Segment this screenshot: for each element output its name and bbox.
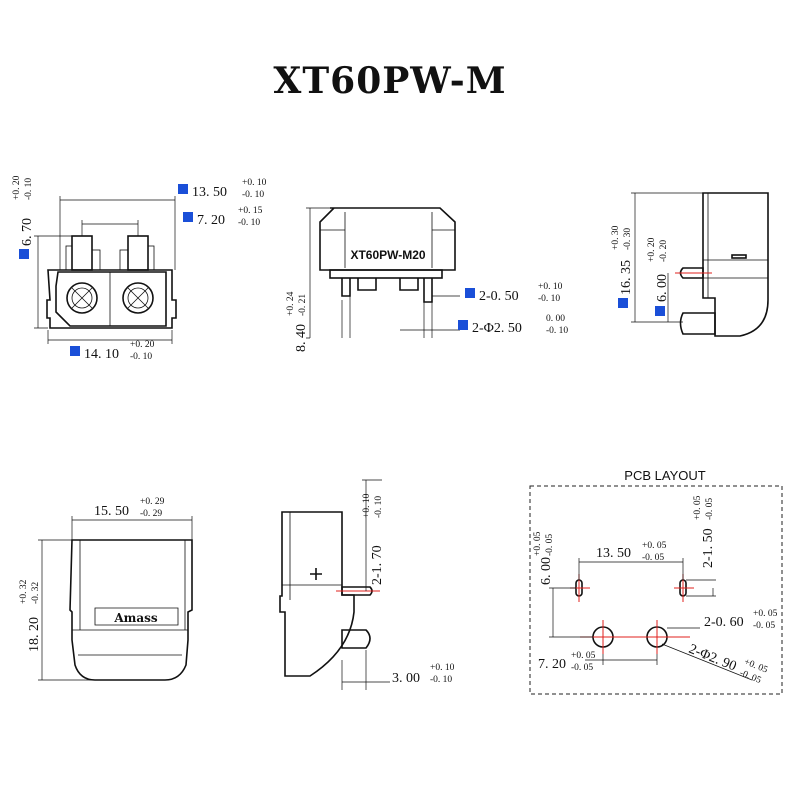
svg-text:-0. 10: -0. 10: [130, 352, 152, 362]
dim-2-0-50: 2-0. 50: [479, 289, 519, 304]
pcb-dim-13-50: 13. 50: [596, 546, 631, 561]
svg-text:-0. 30: -0. 30: [623, 228, 633, 250]
svg-text:-0. 20: -0. 20: [659, 240, 669, 262]
top-marking: XT60PW-M20: [350, 248, 425, 262]
pcb-layout-label: PCB LAYOUT: [624, 468, 705, 483]
pcb-dim-7-20: 7. 20: [538, 657, 566, 672]
svg-text:+0. 05: +0. 05: [642, 541, 667, 551]
pcb-dim-2-0-60: 2-0. 60: [704, 615, 744, 630]
svg-text:+0. 20: +0. 20: [12, 175, 22, 200]
top-view: XT60PW-M20 8. 40 +0. 24 -0. 21 2-0. 50 +…: [286, 207, 568, 352]
svg-text:-0. 10: -0. 10: [538, 294, 560, 304]
svg-text:-0. 29: -0. 29: [140, 509, 162, 519]
svg-text:+0. 20: +0. 20: [130, 340, 155, 350]
svg-text:-0. 10: -0. 10: [374, 496, 384, 518]
svg-text:+0. 05: +0. 05: [571, 651, 596, 661]
svg-text:-0. 10: -0. 10: [430, 675, 452, 685]
svg-text:-0. 10: -0. 10: [238, 218, 260, 228]
dim-8-40: 8. 40: [294, 324, 309, 352]
svg-text:-0. 10: -0. 10: [546, 326, 568, 336]
dim-13-50: 13. 50: [192, 185, 227, 200]
rear-view: Amass 15. 50 +0. 29 -0. 29 18. 20 +0. 32…: [19, 497, 193, 681]
svg-text:+0. 05: +0. 05: [753, 609, 778, 619]
svg-text:+0. 10: +0. 10: [430, 663, 455, 673]
svg-text:+0. 24: +0. 24: [286, 291, 296, 316]
dim-2-1-70: 2-1. 70: [370, 545, 385, 585]
side-view: 16. 35 +0. 30 -0. 30 6. 00 +0. 20 -0. 20: [611, 192, 769, 337]
profile-view: 2-1. 70 +0. 10 -0. 10 3. 00 +0. 10 -0. 1…: [279, 479, 455, 690]
svg-text:+0. 15: +0. 15: [238, 206, 263, 216]
svg-text:+0. 10: +0. 10: [242, 178, 267, 188]
dim-2-phi-2-50: 2-Φ2. 50: [472, 321, 522, 336]
front-view: 13. 50 +0. 10 -0. 10 7. 20 +0. 15 -0. 10…: [12, 175, 267, 362]
pcb-dim-6-00: 6. 00: [539, 557, 554, 585]
svg-text:+0. 20: +0. 20: [647, 237, 657, 262]
svg-text:-0. 10: -0. 10: [242, 190, 264, 200]
dim-16-35: 16. 35: [619, 260, 634, 295]
dim-18-20: 18. 20: [27, 617, 42, 652]
svg-text:+0. 30: +0. 30: [611, 225, 621, 250]
svg-text:+0. 32: +0. 32: [19, 579, 29, 604]
pcb-layout: PCB LAYOUT 6. 00 +0. 05 -0. 05 13. 50 +0…: [529, 468, 783, 695]
svg-text:-0. 05: -0. 05: [642, 553, 664, 563]
dim-3-00: 3. 00: [392, 671, 420, 686]
svg-text:-0. 10: -0. 10: [24, 178, 34, 200]
dim-6-70: 6. 70: [20, 218, 35, 246]
brand-logo: Amass: [113, 611, 158, 625]
svg-text:-0. 05: -0. 05: [753, 621, 775, 631]
dim-7-20: 7. 20: [197, 213, 225, 228]
dim-6-00: 6. 00: [655, 274, 670, 302]
svg-text:+0. 05: +0. 05: [533, 531, 543, 556]
drawing-title: XT60PW-M: [273, 60, 506, 102]
svg-text:+0. 29: +0. 29: [140, 497, 165, 507]
dim-15-50: 15. 50: [94, 504, 129, 519]
svg-text:+0. 10: +0. 10: [362, 493, 372, 518]
svg-text:-0. 32: -0. 32: [31, 582, 41, 604]
svg-text:-0. 21: -0. 21: [298, 294, 308, 316]
pcb-dim-2-1-50: 2-1. 50: [701, 528, 716, 568]
dim-14-10: 14. 10: [84, 347, 119, 362]
svg-text:-0. 05: -0. 05: [571, 663, 593, 673]
svg-text:0. 00: 0. 00: [546, 314, 565, 324]
svg-text:-0. 05: -0. 05: [545, 534, 555, 556]
svg-text:+0. 05: +0. 05: [693, 495, 703, 520]
svg-text:+0. 10: +0. 10: [538, 282, 563, 292]
pcb-dim-2-phi-2-90: 2-Φ2. 90: [687, 642, 739, 675]
svg-text:-0. 05: -0. 05: [705, 498, 715, 520]
